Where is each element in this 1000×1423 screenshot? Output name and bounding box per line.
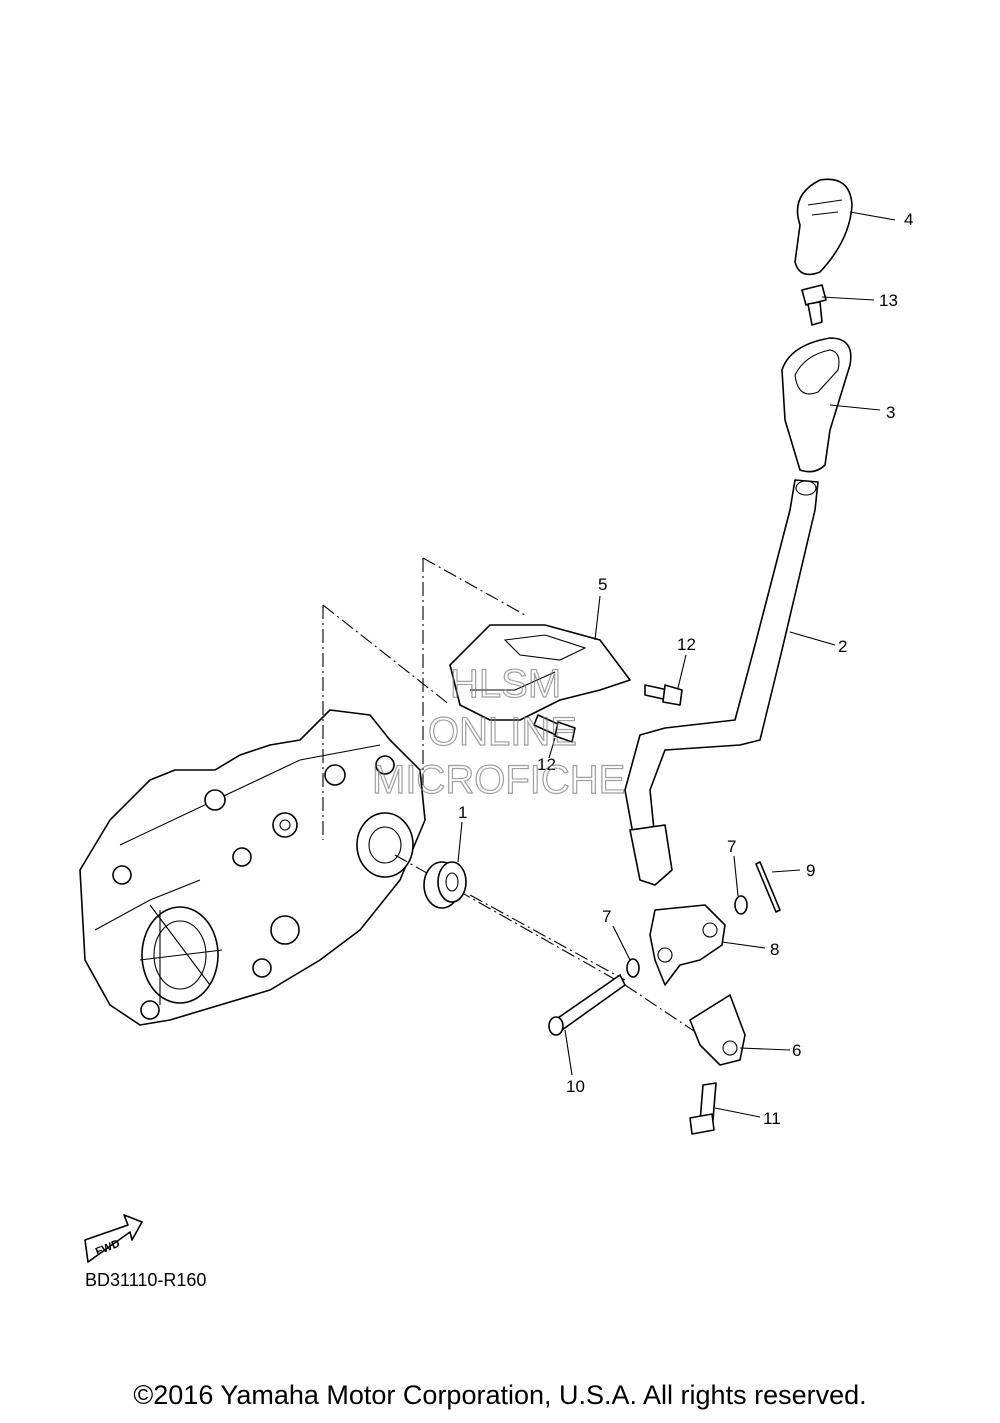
leader-lines (457, 211, 896, 1118)
part-13-bolt (801, 284, 827, 326)
part-5-cover (449, 624, 631, 721)
callout-8: 8 (770, 940, 779, 959)
part-10-pin (548, 974, 626, 1036)
part-7-washer-right (734, 895, 748, 915)
callout-9: 9 (806, 861, 815, 880)
part-12-bolt-upper (644, 684, 683, 706)
callout-5: 5 (598, 575, 607, 594)
part-2-lever (624, 479, 819, 886)
callout-13: 13 (879, 291, 898, 310)
callouts: 4 13 3 2 5 12 12 1 7 9 7 8 6 11 10 (458, 210, 913, 1128)
watermark-line-3: MICROFICHE (372, 758, 625, 802)
callout-12-upper: 12 (677, 635, 696, 654)
part-6-joint (689, 994, 746, 1066)
callout-3: 3 (886, 403, 895, 422)
callout-2: 2 (838, 637, 847, 656)
watermark: HLSM ONLINE MICROFICHE (371, 661, 626, 802)
watermark-line-1: HLSM (450, 662, 561, 706)
callout-1: 1 (458, 803, 467, 822)
copyright-notice: ©2016 Yamaha Motor Corporation, U.S.A. A… (133, 1380, 867, 1410)
callout-7-left: 7 (602, 907, 611, 926)
crankcase-cover (79, 709, 426, 1026)
callout-4: 4 (904, 210, 913, 229)
watermark-line-2: ONLINE (428, 710, 577, 754)
fwd-arrow-icon: FWD (84, 1214, 143, 1263)
callout-10: 10 (566, 1077, 585, 1096)
part-9-cotter-pin (755, 861, 781, 913)
callout-6: 6 (792, 1041, 801, 1060)
assembly-lines (322, 557, 701, 1036)
reference-code: BD31110-R160 (85, 1270, 207, 1290)
part-7-washer-left (626, 958, 640, 978)
part-1-seal (423, 861, 467, 909)
part-3-knob (781, 337, 852, 473)
part-8-bracket (649, 904, 726, 986)
callout-11: 11 (763, 1109, 781, 1128)
part-12-bolt-lower (533, 714, 576, 743)
callout-12-lower: 12 (537, 755, 556, 774)
callout-7-right: 7 (727, 837, 736, 856)
part-11-bolt (689, 1082, 717, 1135)
part-4-knob-cap (794, 178, 853, 276)
